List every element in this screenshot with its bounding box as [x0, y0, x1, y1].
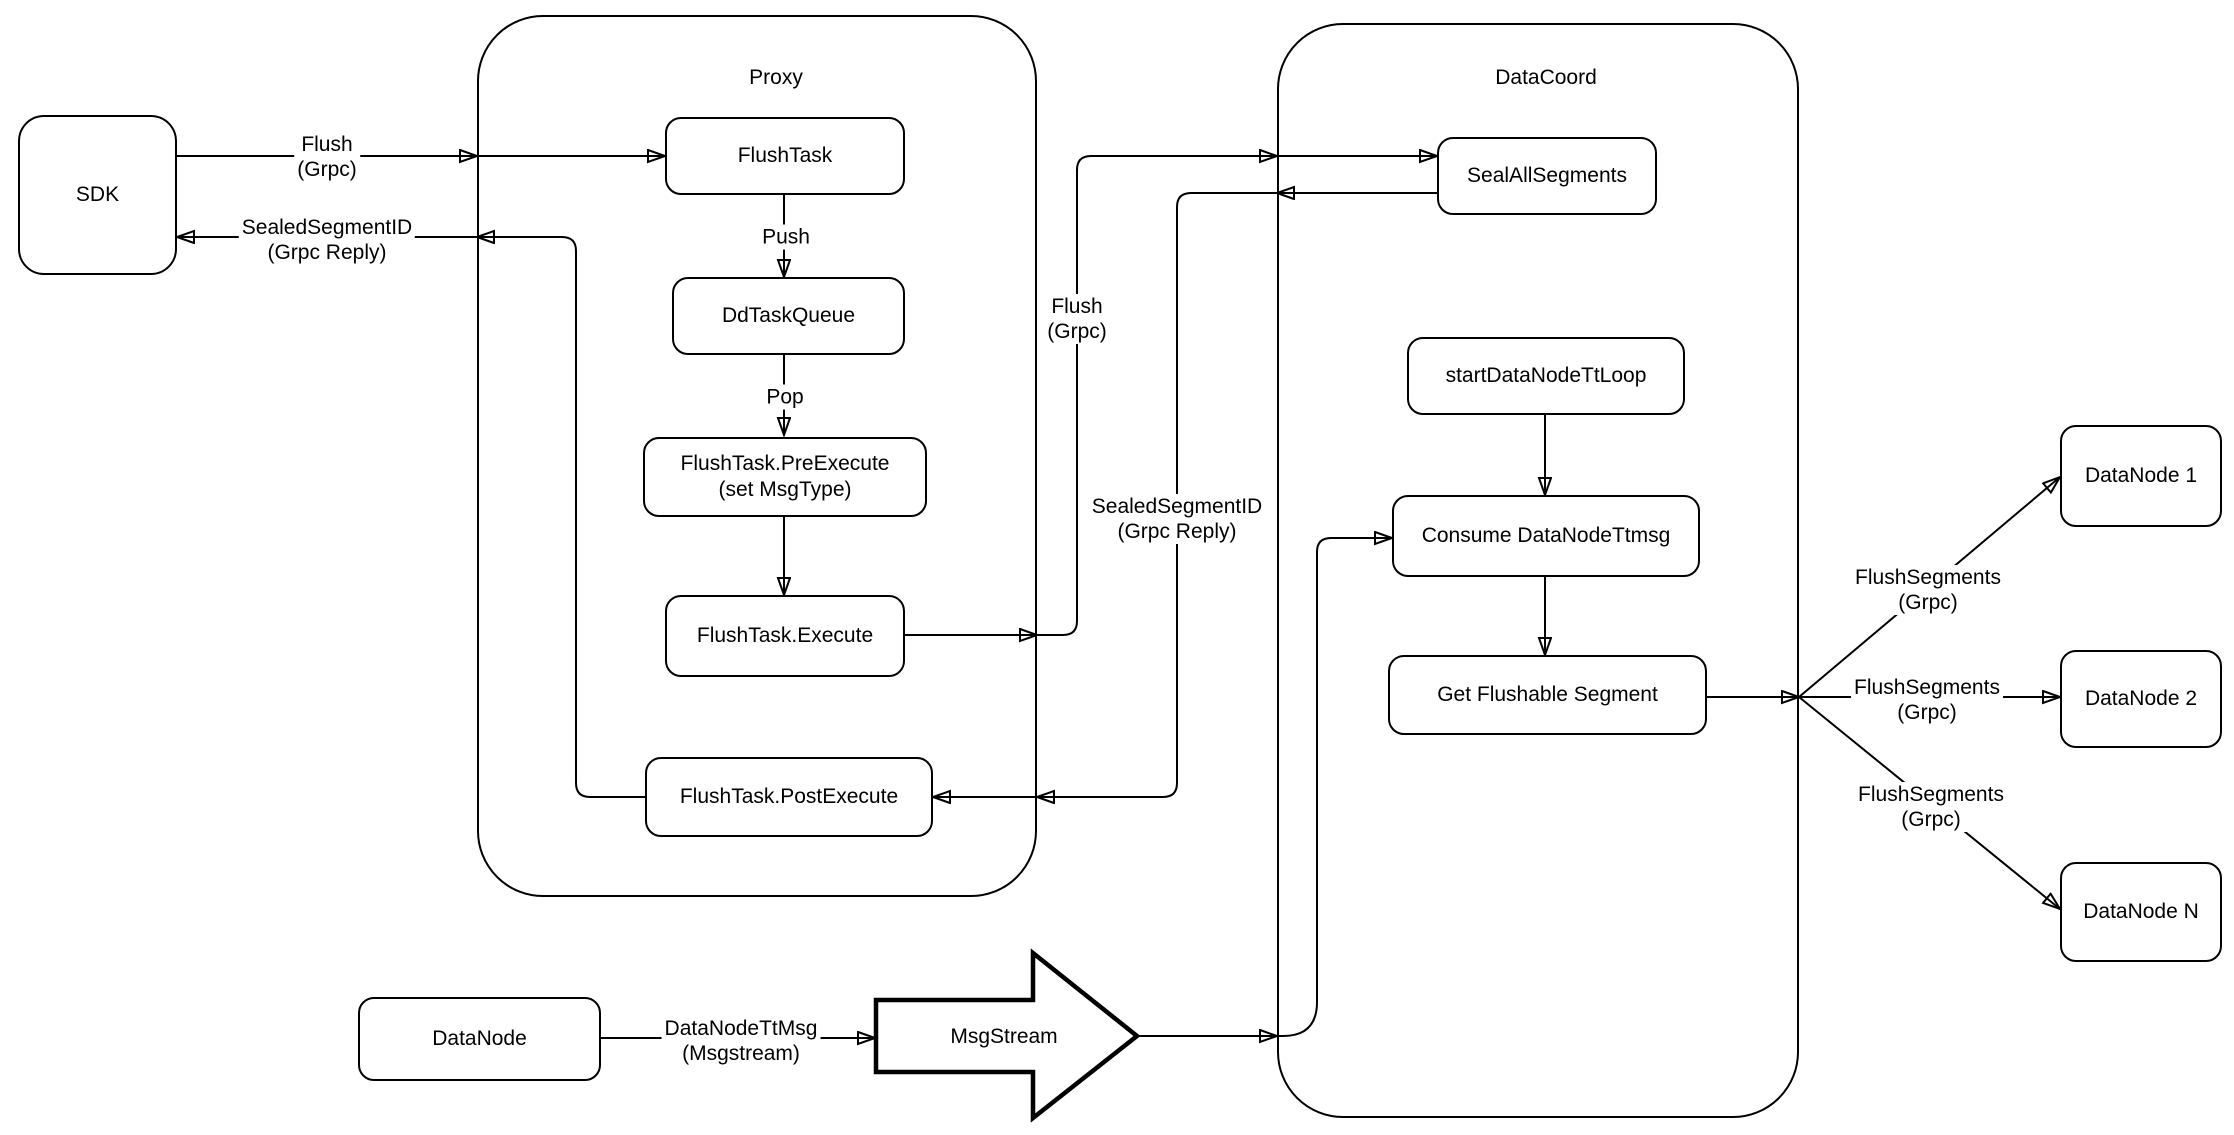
msgstream-label: MsgStream	[950, 1025, 1058, 1048]
node-datanode-2: DataNode 2	[2060, 650, 2222, 748]
proxy-container	[477, 15, 1037, 897]
node-sdk: SDK	[18, 115, 177, 275]
node-datanode-n: DataNode N	[2060, 862, 2222, 962]
node-sealallsegments: SealAllSegments	[1437, 137, 1657, 215]
node-flushtask: FlushTask	[665, 117, 905, 195]
node-consume-datanodettmsg: Consume DataNodeTtmsg	[1392, 495, 1700, 577]
edge-datacoord-to-consume	[1277, 538, 1392, 1037]
node-datanode-1: DataNode 1	[2060, 425, 2222, 527]
node-flushtask-preexecute: FlushTask.PreExecute (set MsgType)	[643, 437, 927, 517]
edge-label-flushsegments-3: FlushSegments (Grpc)	[1855, 782, 2007, 832]
edge-label-flush-grpc-internal: Flush (Grpc)	[1044, 294, 1110, 344]
node-ddtaskqueue: DdTaskQueue	[672, 277, 905, 355]
datacoord-container-title: DataCoord	[1495, 66, 1597, 89]
msgstream-block-arrow	[873, 948, 1141, 1123]
edge-label-sealedsegmentid-internal: SealedSegmentID (Grpc Reply)	[1088, 494, 1266, 544]
node-flushtask-postexecute: FlushTask.PostExecute	[645, 757, 933, 837]
edge-label-flush-grpc-sdk: Flush (Grpc)	[294, 132, 360, 182]
datacoord-container	[1277, 23, 1799, 1118]
edge-label-flushsegments-1: FlushSegments (Grpc)	[1852, 565, 2004, 615]
edge-proxy-to-datacoord-flush	[1037, 156, 1277, 636]
proxy-container-title: Proxy	[749, 66, 803, 89]
node-datanode: DataNode	[358, 997, 601, 1081]
edge-label-sealedsegmentid-sdk: SealedSegmentID (Grpc Reply)	[238, 215, 416, 265]
edge-label-datanodettmsg: DataNodeTtMsg (Msgstream)	[661, 1016, 821, 1066]
node-startdatanodettloop: startDataNodeTtLoop	[1407, 337, 1685, 415]
edge-label-flushsegments-2: FlushSegments (Grpc)	[1851, 675, 2003, 725]
node-flushtask-execute: FlushTask.Execute	[665, 595, 905, 677]
edge-label-push: Push	[759, 224, 813, 250]
edge-label-pop: Pop	[763, 384, 807, 410]
node-get-flushable-segment: Get Flushable Segment	[1388, 655, 1707, 735]
edge-postexecute-to-proxy-edge	[477, 237, 645, 798]
